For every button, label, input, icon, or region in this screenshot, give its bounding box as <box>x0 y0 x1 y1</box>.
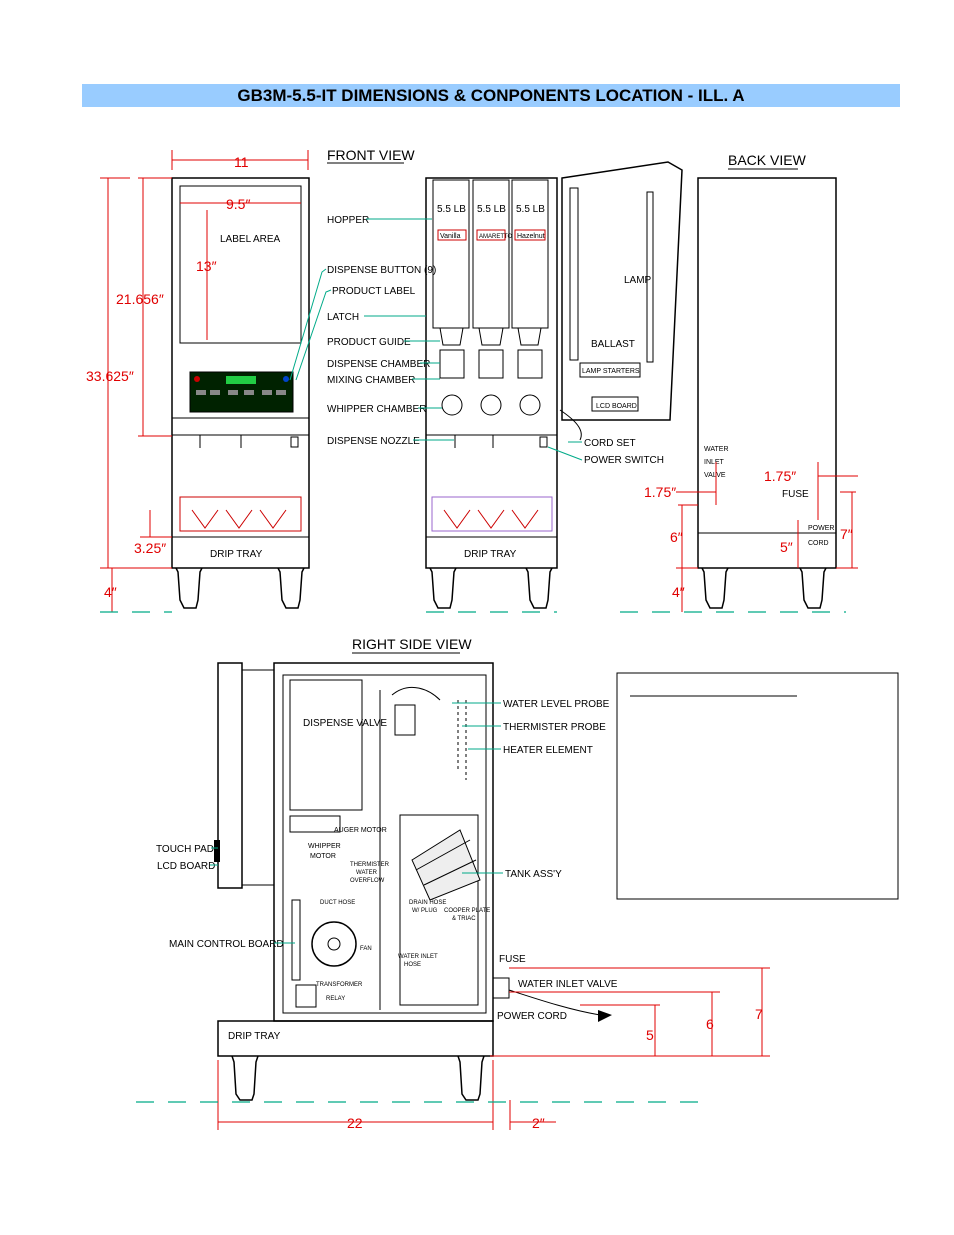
front-view-closed: LABEL AREA DRIP TRAY 11 9.5″ 13 <box>86 150 310 613</box>
dim-side-six: 6 <box>706 1016 714 1032</box>
dim-side-depth: 22 <box>347 1115 363 1131</box>
callout-dispense-chamber: DISPENSE CHAMBER <box>327 359 430 370</box>
thermister-text-1: THERMISTER <box>350 862 390 868</box>
dim-label-width: 9.5″ <box>226 196 250 212</box>
callout-main-control-board: MAIN CONTROL BOARD <box>169 939 284 950</box>
hopper-capacity: 5.5 LB <box>477 204 506 215</box>
front-view-open: FRONT VIEW 5.5 LB 5.5 LB 5.5 LB Vanilla … <box>289 147 683 613</box>
relay-text: RELAY <box>326 996 345 1002</box>
hopper-capacity: 5.5 LB <box>516 204 545 215</box>
hopper-capacity: 5.5 LB <box>437 204 466 215</box>
back-view: BACK VIEW WATER INLET VALVE FUSE POWER C… <box>620 152 858 613</box>
dim-label-height: 13″ <box>196 258 217 274</box>
dim-back-five: 5″ <box>780 539 793 555</box>
callout-hopper: HOPPER <box>327 215 369 226</box>
indicator-light <box>194 376 200 382</box>
indicator-light <box>283 376 289 382</box>
fan-text: FAN <box>360 946 372 952</box>
back-water-text: WATER <box>704 446 729 453</box>
dim-upper-height: 21.656″ <box>116 291 164 307</box>
dim-back-six: 6″ <box>670 529 683 545</box>
dim-side-seven: 7 <box>755 1006 763 1022</box>
callout-cord-set: CORD SET <box>584 438 636 449</box>
lcd-display <box>226 376 256 384</box>
callout-dispense-button: DISPENSE BUTTON (9) <box>327 265 436 276</box>
fan-shape <box>311 921 357 967</box>
water-inlet-hose-text-2: HOSE <box>404 962 421 968</box>
hopper <box>472 179 510 329</box>
callout-dispense-nozzle: DISPENSE NOZZLE <box>327 436 420 447</box>
label-area-text: LABEL AREA <box>220 234 281 245</box>
transformer-text: TRANSFORMER <box>316 982 363 988</box>
whipper-motor-text-1: WHIPPER <box>308 843 341 850</box>
water-inlet-hose-text-1: WATER INLET <box>398 954 438 960</box>
lcd-board-text: LCD BOARD <box>596 403 637 410</box>
lamp-text: LAMP <box>624 275 652 286</box>
label-area-box <box>179 185 302 344</box>
callout-latch: LATCH <box>327 312 359 323</box>
back-power-text: POWER <box>808 525 834 532</box>
back-fuse-text: FUSE <box>782 489 809 500</box>
callout-product-guide: PRODUCT GUIDE <box>327 337 411 348</box>
side-view-heading: RIGHT SIDE VIEW <box>352 636 472 652</box>
copper-plate-text-2: & TRIAC <box>452 916 476 922</box>
title-bar: GB3M-5.5-IT DIMENSIONS & CONPONENTS LOCA… <box>82 84 900 107</box>
dim-leg-height: 4″ <box>104 584 117 600</box>
dim-side-rear: 2″ <box>532 1115 545 1131</box>
callout-fuse: FUSE <box>499 954 526 965</box>
ballast-text: BALLAST <box>591 339 635 350</box>
back-view-heading: BACK VIEW <box>728 152 807 168</box>
drip-tray-text: DRIP TRAY <box>210 549 263 560</box>
callout-thermister-probe: THERMISTER PROBE <box>503 722 606 733</box>
dispense-valve-text: DISPENSE VALVE <box>303 718 387 729</box>
copper-plate-text-1: COOPER PLATE <box>444 908 490 914</box>
dim-total-height: 33.625″ <box>86 368 134 384</box>
thermister-text-2: WATER <box>356 870 378 876</box>
hopper <box>432 179 470 329</box>
touch-pad-shape <box>214 840 220 862</box>
notes-box <box>616 672 899 900</box>
auger-motor-text: AUGER MOTOR <box>334 827 387 834</box>
leg <box>277 567 305 609</box>
back-valve-text: VALVE <box>704 472 726 479</box>
callout-water-inlet-valve: WATER INLET VALVE <box>518 979 618 990</box>
callout-touch-pad: TOUCH PAD <box>156 844 214 855</box>
front-view-heading: FRONT VIEW <box>327 147 415 163</box>
lamp-starters-text: LAMP STARTERS <box>582 368 640 375</box>
drain-hose-text-1: DRAIN HOSE <box>409 900 446 906</box>
door <box>561 161 683 421</box>
callout-lcd-board: LCD BOARD <box>157 861 215 872</box>
callout-tank: TANK ASS'Y <box>505 869 562 880</box>
callout-whipper-chamber: WHIPPER CHAMBER <box>327 404 426 415</box>
callout-product-label: PRODUCT LABEL <box>332 286 416 297</box>
callout-power-switch: POWER SWITCH <box>584 455 664 466</box>
right-side-view: RIGHT SIDE VIEW DRIP TRAY DISPENSE VALVE… <box>136 636 770 1131</box>
flavor-label: AMARETTO <box>479 234 513 240</box>
callout-mixing-chamber: MIXING CHAMBER <box>327 375 415 386</box>
leg <box>175 567 203 609</box>
hopper <box>511 179 549 329</box>
back-inlet-text: INLET <box>704 459 725 466</box>
callout-power-cord: POWER CORD <box>497 1011 567 1022</box>
flavor-label: Hazelnut <box>517 233 545 240</box>
dim-back-leg: 4″ <box>672 584 685 600</box>
back-cord-text: CORD <box>808 540 829 547</box>
dim-back-right: 1.75″ <box>764 468 796 484</box>
page-title: GB3M-5.5-IT DIMENSIONS & CONPONENTS LOCA… <box>237 85 745 105</box>
callout-water-level-probe: WATER LEVEL PROBE <box>503 699 610 710</box>
whipper-motor-text-2: MOTOR <box>310 853 336 860</box>
flavor-label: Vanilla <box>440 233 461 240</box>
dim-back-left: 1.75″ <box>644 484 676 500</box>
drain-hose-text-2: W/ PLUG <box>412 908 438 914</box>
drip-tray-text: DRIP TRAY <box>464 549 517 560</box>
dim-side-five: 5 <box>646 1027 654 1043</box>
dim-tray-height: 3.25″ <box>134 540 166 556</box>
side-drip-tray-text: DRIP TRAY <box>228 1031 281 1042</box>
callout-heater-element: HEATER ELEMENT <box>503 745 593 756</box>
duct-hose-text: DUCT HOSE <box>320 900 355 906</box>
dim-width: 11 <box>234 154 249 170</box>
dim-back-seven: 7″ <box>840 526 853 542</box>
thermister-text-3: OVERFLOW <box>350 878 385 884</box>
